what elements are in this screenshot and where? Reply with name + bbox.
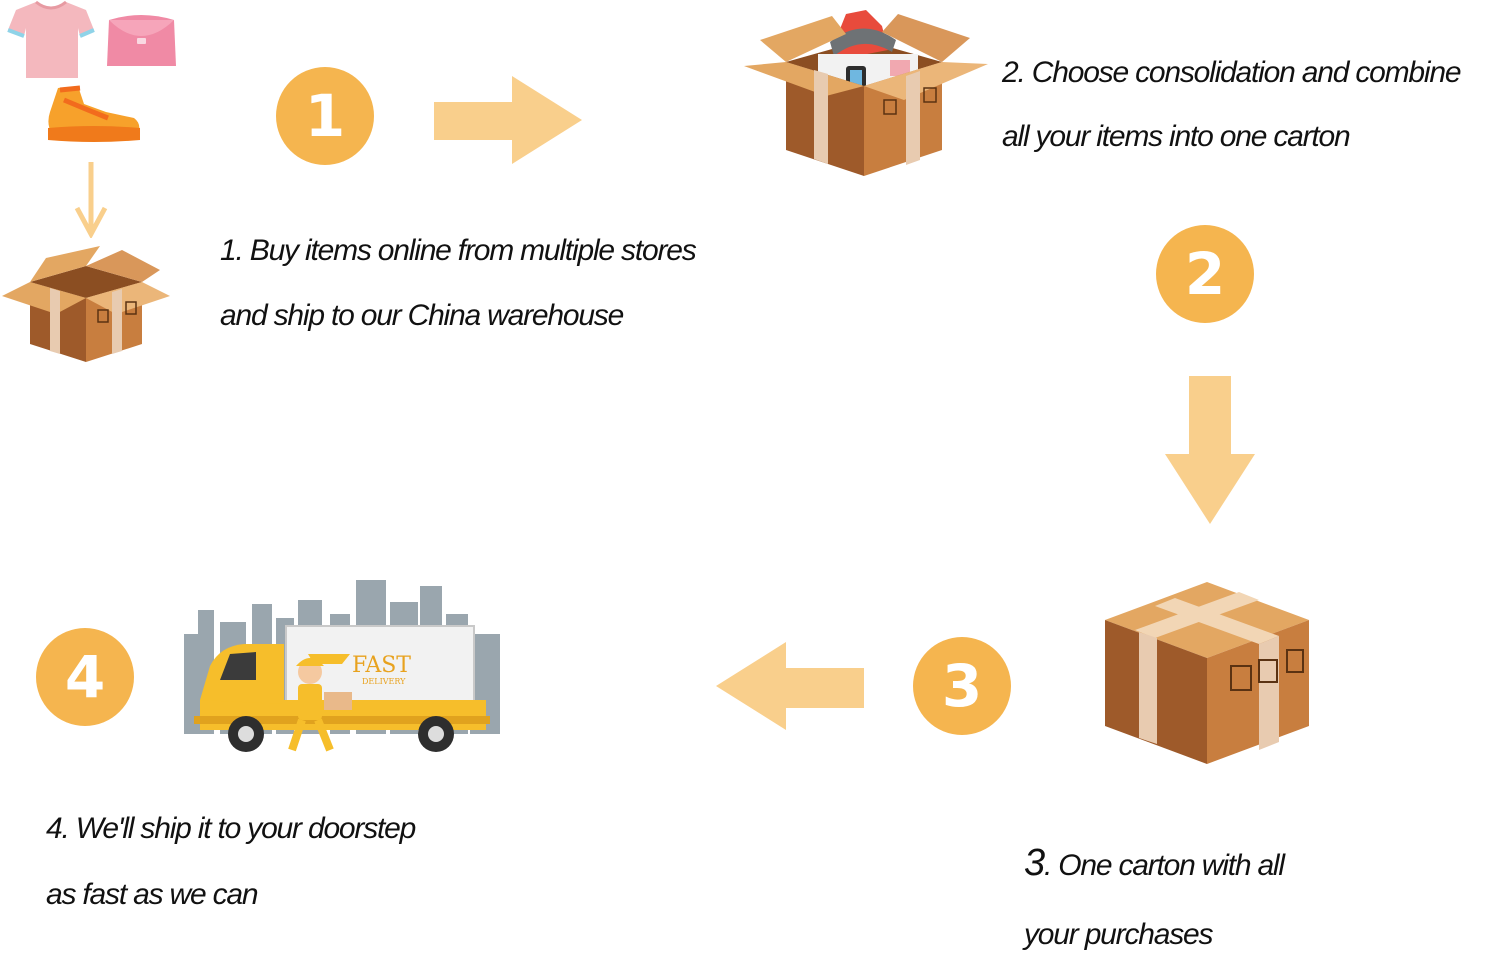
right-arrow-icon bbox=[434, 76, 582, 164]
step-3-circle: 3 bbox=[913, 637, 1011, 735]
truck-sub-text: DELIVERY bbox=[362, 677, 406, 686]
open-box-icon bbox=[2, 246, 170, 362]
step-4-number: 4 bbox=[64, 643, 106, 711]
step-2-number: 2 bbox=[1184, 240, 1226, 308]
step-1-line1: 1. Buy items online from multiple stores bbox=[220, 234, 697, 267]
step-2-line1: 2. Choose consolidation and combine bbox=[1002, 56, 1462, 89]
step-3-line2: your purchases bbox=[1024, 918, 1214, 951]
step-4-circle: 4 bbox=[36, 628, 134, 726]
step-4-line1: 4. We'll ship it to your doorstep bbox=[46, 812, 416, 845]
handbag-icon bbox=[107, 15, 176, 66]
left-arrow-icon bbox=[716, 642, 864, 730]
step-3-line1-rest: . One carton with all bbox=[1043, 849, 1285, 882]
down-arrow-icon bbox=[1165, 376, 1255, 524]
tshirt-icon bbox=[7, 0, 95, 78]
step-3-number: 3 bbox=[941, 652, 983, 720]
delivery-truck-icon: FAST DELIVERY bbox=[184, 580, 500, 752]
step-1-circle: 1 bbox=[276, 67, 374, 165]
step-3-prefix: 3 bbox=[1024, 842, 1045, 884]
step-2-line2: all your items into one carton bbox=[1002, 120, 1351, 153]
closed-box-icon bbox=[1105, 582, 1309, 764]
step-1-number: 1 bbox=[304, 82, 346, 150]
sneaker-icon bbox=[48, 85, 140, 142]
step-1-line2: and ship to our China warehouse bbox=[220, 299, 624, 332]
step-2-circle: 2 bbox=[1156, 225, 1254, 323]
step-3-line1: 3. One carton with all bbox=[1024, 842, 1285, 884]
open-box-with-items-icon bbox=[744, 10, 988, 176]
step-4-line2: as fast as we can bbox=[46, 878, 259, 911]
down-arrow-small-icon bbox=[74, 162, 108, 238]
truck-brand-text: FAST bbox=[352, 653, 411, 678]
